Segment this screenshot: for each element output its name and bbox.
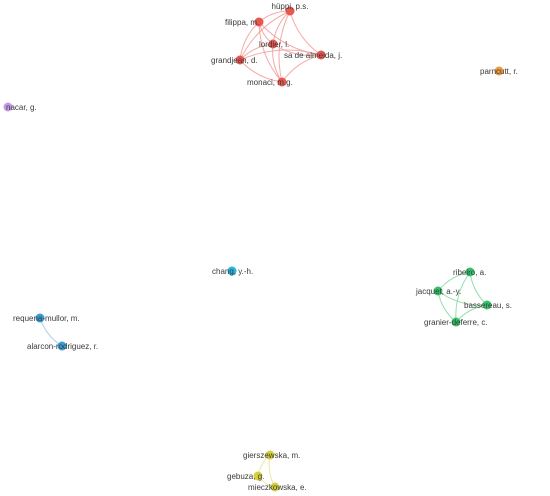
node-label-gebuza: gebuza, g. (227, 472, 264, 481)
node-label-filippa: filippa, m. (225, 18, 259, 27)
node-sa_de_almeida[interactable] (316, 50, 326, 60)
node-label-jacquet: jacquet, a.-y. (415, 287, 461, 296)
node-label-parncutt: parncutt, r. (480, 67, 518, 76)
edge-ribeiro-granier (455, 271, 471, 323)
node-nacar[interactable] (3, 102, 13, 112)
node-label-huppi: hüppi, p.s. (272, 2, 309, 11)
node-alarcon[interactable] (57, 341, 67, 351)
node-granier[interactable] (451, 317, 461, 327)
node-requena[interactable] (35, 313, 45, 323)
node-chang[interactable] (227, 266, 237, 276)
edge-huppi-sa_de_almeida (289, 10, 322, 56)
node-layer (3, 6, 504, 492)
edge-sa_de_almeida-grandjean (239, 49, 322, 61)
node-filippa[interactable] (254, 17, 264, 27)
node-label-mieczkowska: mieczkowska, e. (248, 483, 307, 492)
node-label-ribeiro: ribeiro, a. (453, 268, 486, 277)
node-ribeiro[interactable] (465, 267, 475, 277)
node-label-lordier: lordier, l. (259, 40, 289, 49)
node-label-gierszewska: gierszewska, m. (243, 451, 300, 460)
node-grandjean[interactable] (235, 55, 245, 65)
node-label-sa_de_almeida: sa de almeida, j. (284, 51, 342, 60)
node-bassereau[interactable] (482, 300, 492, 310)
node-label-chang: chang, y.-h. (212, 267, 253, 276)
node-parncutt[interactable] (494, 66, 504, 76)
edge-huppi-grandjean (239, 10, 291, 61)
node-monaci[interactable] (277, 77, 287, 87)
node-label-granier: granier-deferre, c. (424, 318, 488, 327)
node-gierszewska[interactable] (265, 450, 275, 460)
node-label-bassereau: bassereau, s. (464, 301, 512, 310)
node-label-alarcon: alarcon-rodriguez, r. (27, 342, 98, 351)
node-label-grandjean: grandjean, d. (211, 56, 258, 65)
edge-filippa-monaci (258, 21, 283, 83)
node-label-monaci: monaci, m.g. (247, 78, 293, 87)
node-jacquet[interactable] (433, 286, 443, 296)
node-huppi[interactable] (285, 6, 295, 16)
edge-huppi-monaci (278, 10, 291, 83)
edge-filippa-sa_de_almeida (258, 21, 322, 56)
node-label-requena: requena-mullor, m. (13, 314, 80, 323)
node-gebuza[interactable] (253, 471, 263, 481)
node-lordier[interactable] (268, 39, 278, 49)
label-layer: hüppi, p.s. filippa, m. lordier, l. sa de a… (6, 2, 518, 492)
node-mieczkowska[interactable] (270, 482, 280, 492)
node-label-nacar: nacar, g. (6, 103, 37, 112)
